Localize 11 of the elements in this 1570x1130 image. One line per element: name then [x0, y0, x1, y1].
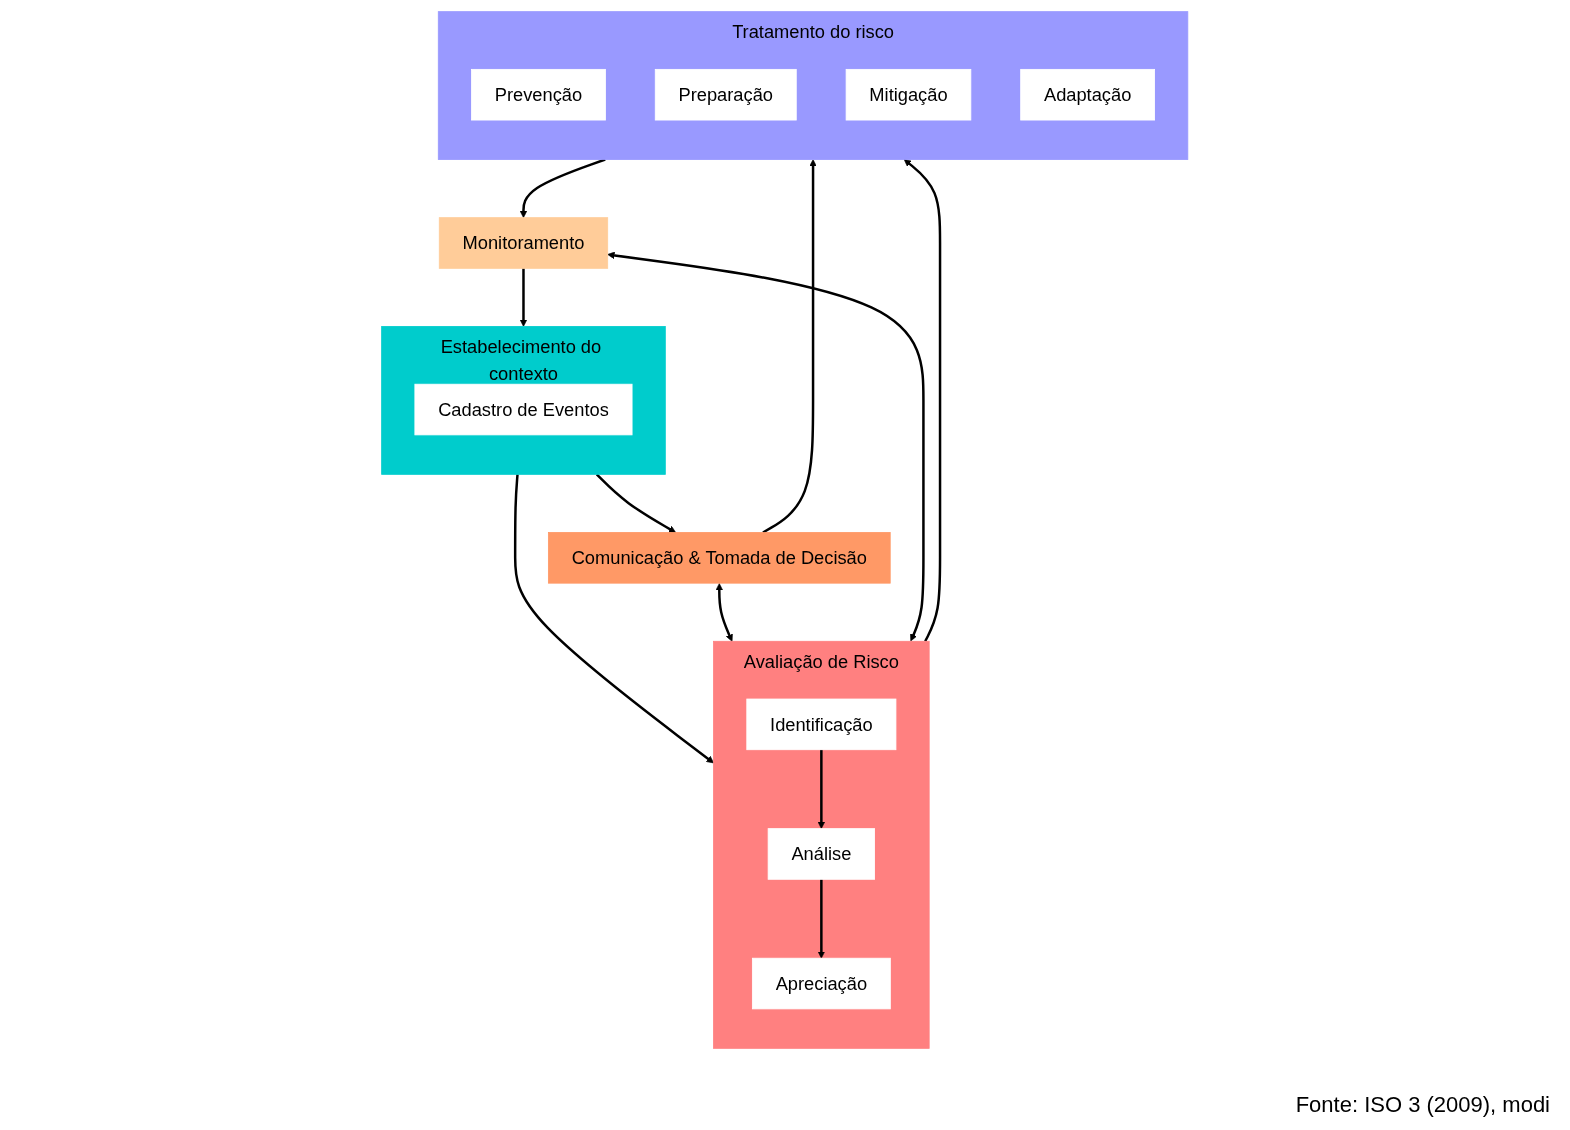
process-box: Identificação: [746, 698, 897, 751]
process-box: Mitigação: [845, 68, 972, 121]
process-box: Prevenção: [471, 68, 607, 121]
source-note: Fonte: ISO 3 (2009), modi: [1295, 1091, 1550, 1118]
process-box: Análise: [768, 828, 876, 880]
process-box: Cadastro de Eventos: [414, 383, 633, 436]
process-box: Apreciação: [752, 957, 892, 1010]
process-box: Comunicação & Tomada de Decisão: [548, 532, 891, 584]
process-box: Preparação: [655, 68, 797, 121]
process-box: Adaptação: [1020, 68, 1156, 121]
process-box: Monitoramento: [439, 217, 609, 269]
